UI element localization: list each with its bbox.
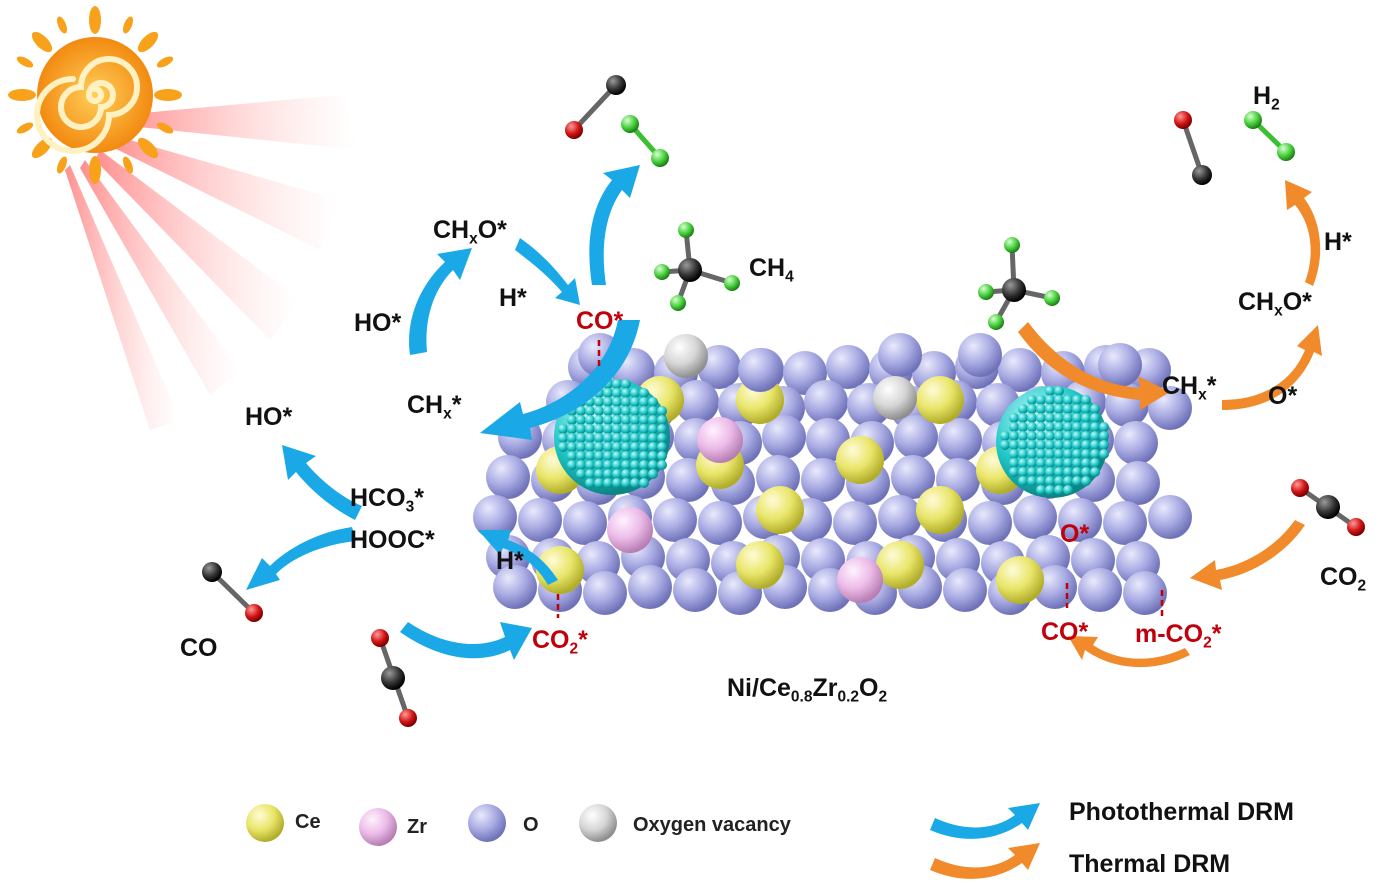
legend-o-swatch [468,804,506,842]
left-chx-label: CHx* [407,391,462,423]
legend-photothermal-label: Photothermal DRM [1069,798,1294,826]
left-co2-star-label: CO2* [532,626,588,658]
legend-markers [246,803,1040,879]
thermal-arrows [1018,180,1322,668]
left-h-label-bottom: H* [496,547,524,575]
ni-nanoparticle-right [996,386,1109,498]
catalyst-label: Ni/Ce0.8Zr0.2O2 [727,674,888,706]
h2-label: H2 [1253,82,1280,114]
adsorption-bonds [556,340,1164,618]
hooc-label: HOOC* [350,526,435,554]
left-ho-label-mid: HO* [245,403,293,431]
co2-molecule-right [1291,479,1365,536]
ch4-label: CH4 [749,254,794,286]
hco3-label: HCO3* [350,484,424,516]
right-chx-label: CHx* [1162,372,1217,404]
sun-icon [8,6,182,184]
left-co-star-label: CO* [576,307,624,335]
legend-zr-swatch [359,808,397,846]
legend-ce-label: Ce [295,811,321,833]
m-co2-star-label: m-CO2* [1135,620,1222,652]
ni-nanoparticle-left [554,379,670,495]
legend-ce-swatch [246,804,284,842]
photothermal-arrows [246,165,640,660]
right-o-star-label: O* [1268,382,1298,410]
legend-thermal-label: Thermal DRM [1069,850,1231,878]
right-o-star-red-label: O* [1060,520,1090,548]
ch4-molecule-right [978,237,1060,330]
co-molecule-left-top [565,75,626,139]
legend-zr-label: Zr [407,816,427,838]
legend-vacancy-label: Oxygen vacancy [633,814,791,836]
legend-o-label: O [523,814,539,836]
left-ho-label-top: HO* [354,309,402,337]
left-h-label-top: H* [499,284,527,312]
ch4-molecule-left [654,222,740,311]
h2-molecule-right-top [1244,111,1295,161]
co-gas-label: CO [180,634,218,662]
co-molecule-left-bottom [202,562,263,622]
co2-molecule-left-bottom [371,629,417,727]
right-chxo-label: CHxO* [1238,288,1312,320]
legend-vacancy-swatch [579,804,617,842]
sun-rays [65,95,360,430]
legend-photothermal-arrow [930,803,1040,839]
co-molecule-right-top [1174,111,1212,185]
legend-thermal-arrow [930,843,1040,879]
right-co-star-label: CO* [1041,618,1089,646]
left-chxo-label: CHxO* [433,216,507,248]
right-h-label: H* [1324,228,1352,256]
h2-molecule-left-top [621,115,669,167]
co2-gas-label: CO2 [1320,563,1367,595]
